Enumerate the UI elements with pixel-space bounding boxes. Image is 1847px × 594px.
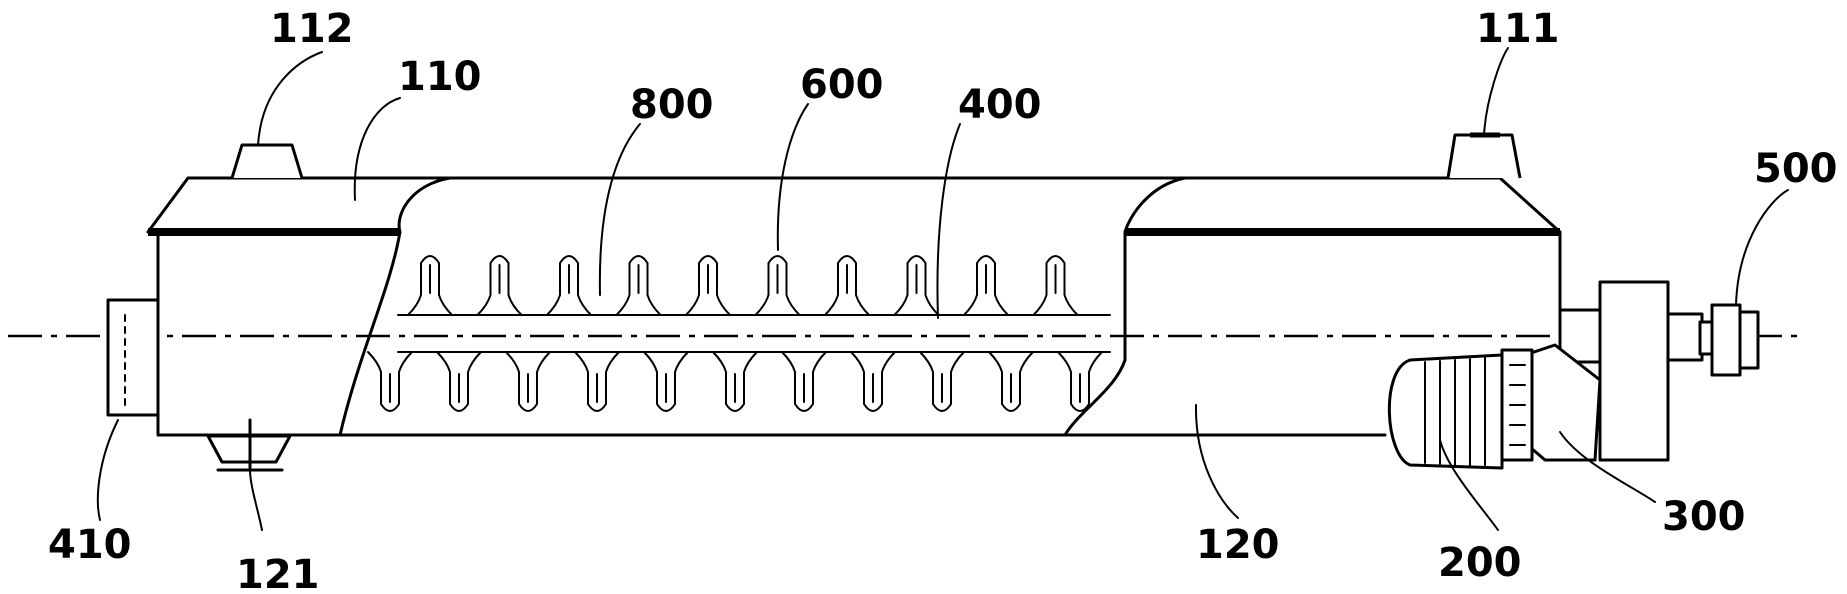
lower-paddle-blade [781, 351, 827, 412]
inlet-121 [206, 418, 292, 472]
upper-paddle-blade [407, 255, 453, 316]
lower-paddle-blade [574, 351, 620, 412]
label-121: 121 [236, 552, 320, 594]
label-120: 120 [1196, 522, 1280, 568]
upper-paddle-blade [546, 255, 592, 316]
lower-paddle-blade [1057, 351, 1103, 412]
leader-200 [1439, 439, 1499, 531]
label-111: 111 [1476, 6, 1560, 52]
motor-200 [1387, 353, 1504, 470]
lower-paddle-blade [850, 351, 896, 412]
lower-paddle-blade [712, 351, 758, 412]
upper-paddle-row [407, 255, 1079, 316]
shaft-400 [397, 314, 1111, 353]
label-300: 300 [1662, 494, 1746, 540]
label-110: 110 [398, 54, 482, 100]
lower-paddle-blade [505, 351, 551, 412]
label-500: 500 [1754, 146, 1838, 192]
reducer-300 [1500, 343, 1602, 462]
leader-lines [96, 47, 1789, 531]
bearing-500 [1698, 303, 1760, 377]
leader-110 [353, 97, 401, 201]
leader-121 [249, 469, 263, 531]
left-end-flange-410 [106, 298, 160, 417]
leader-400 [936, 123, 961, 319]
label-600: 600 [800, 62, 884, 108]
leader-410 [96, 419, 119, 521]
right-shaft-end [1558, 280, 1714, 462]
leader-800 [598, 123, 641, 296]
leader-500 [1735, 189, 1789, 306]
lower-paddle-blade [919, 351, 965, 412]
leader-111 [1483, 47, 1509, 136]
upper-paddle-blade [754, 255, 801, 316]
leader-300 [1559, 431, 1656, 503]
lower-paddle-blade [988, 351, 1034, 412]
upper-paddle-blade [1032, 255, 1079, 316]
lower-paddle-row [367, 351, 1103, 412]
outlet-112 [230, 143, 304, 179]
label-800: 800 [630, 82, 714, 128]
label-200: 200 [1438, 540, 1522, 586]
upper-paddle-blade [615, 255, 662, 316]
label-112: 112 [270, 6, 354, 52]
leader-112 [257, 51, 323, 146]
lower-paddle-blade [436, 351, 482, 412]
lower-paddle-blade [367, 351, 413, 412]
upper-paddle-blade [476, 255, 523, 316]
upper-paddle-blade [685, 255, 731, 316]
upper-paddle-blade [963, 255, 1009, 316]
upper-paddle-blade [824, 255, 870, 316]
housing-body [146, 176, 1562, 437]
leader-120 [1194, 404, 1239, 519]
lower-paddle-blade [643, 351, 689, 412]
label-400: 400 [958, 82, 1042, 128]
upper-paddle-blade [893, 255, 940, 316]
leader-600 [776, 103, 809, 251]
label-410: 410 [48, 522, 132, 568]
outlet-111 [1446, 132, 1522, 179]
